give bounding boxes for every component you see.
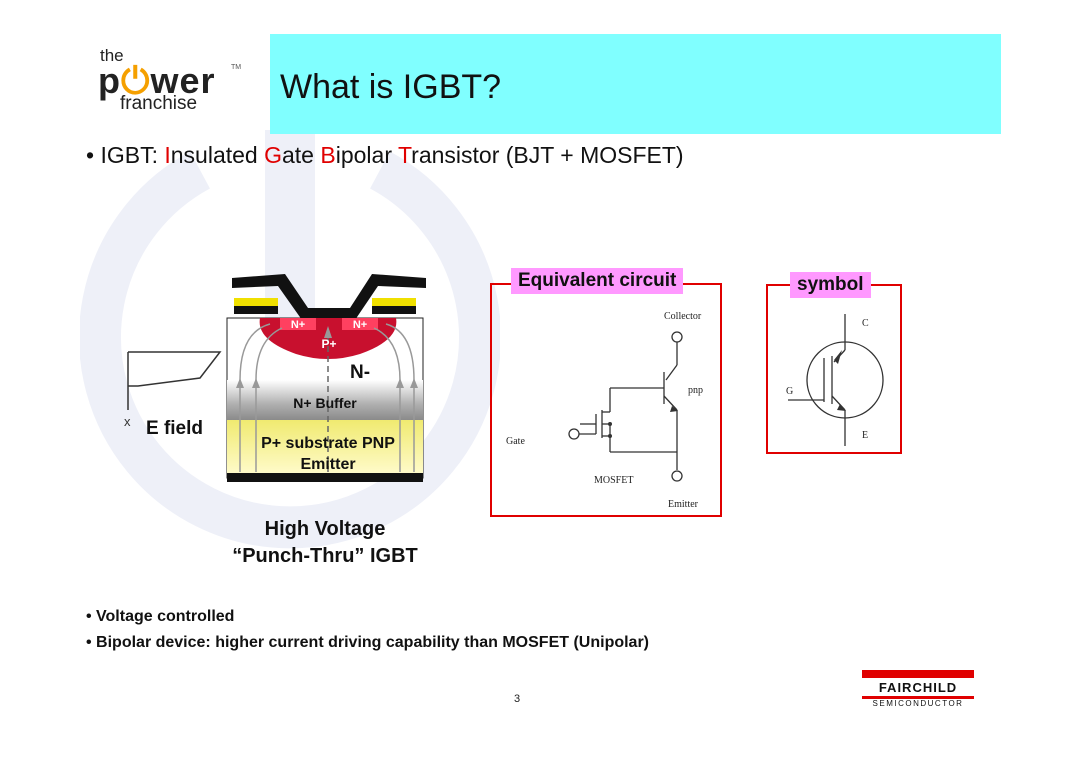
fairchild-semiconductor: SEMICONDUCTOR xyxy=(872,699,964,708)
x-marker: x xyxy=(124,414,131,429)
bullet-dot: • xyxy=(86,142,95,168)
initial-i: I xyxy=(164,142,171,168)
bullet-voltage-controlled: • Voltage controlled xyxy=(86,608,235,625)
pnp-arrow xyxy=(670,406,678,412)
intro-bullet: • IGBT: Insulated Gate Bipolar Transisto… xyxy=(86,142,684,169)
emitter-label: Emitter xyxy=(668,499,699,510)
mosfet-label: MOSFET xyxy=(594,475,633,486)
caption-line-1: High Voltage xyxy=(264,518,386,540)
logo-franchise: franchise xyxy=(120,93,198,114)
igbt-symbol: C G E xyxy=(786,314,884,446)
collector-terminal xyxy=(671,331,683,343)
fairchild-name: FAIRCHILD xyxy=(878,680,958,695)
n-buffer-label: N+ Buffer xyxy=(293,395,357,411)
gate-label: Gate xyxy=(506,436,525,447)
collector-label: Collector xyxy=(664,311,702,322)
gate-terminal xyxy=(568,428,580,440)
symbol-label: symbol xyxy=(790,272,871,298)
current-arrowheads xyxy=(236,326,418,388)
power-button-icon: ⏻ xyxy=(121,60,151,101)
initial-b: B xyxy=(320,142,336,168)
logo-tm: TM xyxy=(231,64,242,71)
bullet-bipolar-device: • Bipolar device: higher current driving… xyxy=(86,634,650,651)
n-plus-right-label: N+ xyxy=(353,319,367,331)
substrate-label-1: P+ substrate PNP xyxy=(261,435,395,452)
gate-metal xyxy=(232,274,426,320)
symbol-e-label: E xyxy=(862,430,868,441)
power-franchise-logo: the p⏻wer TM franchise xyxy=(98,44,258,114)
word-gate: ate xyxy=(282,142,321,168)
n-plus-right-region xyxy=(342,318,378,330)
logo-wer: wer xyxy=(150,60,216,101)
n-plus-left-label: N+ xyxy=(291,319,305,331)
caption-line-2: “Punch-Thru” IGBT xyxy=(232,545,418,567)
gate-oxide-right xyxy=(372,298,416,306)
initial-g: G xyxy=(264,142,282,168)
e-field-label: E field xyxy=(146,418,203,439)
symbol-c-label: C xyxy=(862,318,869,329)
equivalent-circuit-label: Equivalent circuit xyxy=(511,268,684,294)
emitter-contact-left xyxy=(234,306,278,314)
word-transistor: ransistor (BJT + MOSFET) xyxy=(411,142,684,168)
equivalent-circuit-schematic: Collector pnp Gate MOSFET Emitter xyxy=(506,311,703,510)
emitter-contact-right xyxy=(372,306,416,314)
intro-prefix: IGBT: xyxy=(100,142,165,168)
igbt-cross-section: N+ N+ P+ N- N+ Buffer P+ substrate PNP E… xyxy=(124,274,426,482)
page-title: What is IGBT? xyxy=(280,68,502,106)
substrate-region xyxy=(227,420,423,475)
collector-metal xyxy=(227,473,423,482)
word-bipolar: ipolar xyxy=(335,142,398,168)
page-number: 3 xyxy=(514,693,521,705)
logo-p: p xyxy=(98,60,121,101)
fairchild-bar-top xyxy=(862,670,974,678)
logo-the: the xyxy=(100,46,124,65)
substrate-label-2: Emitter xyxy=(300,456,355,473)
symbol-g-label: G xyxy=(786,386,793,397)
p-plus-label: P+ xyxy=(321,337,336,351)
fairchild-bar-bottom xyxy=(862,696,974,699)
pnp-label: pnp xyxy=(688,385,703,396)
n-plus-left-region xyxy=(280,318,316,330)
emitter-terminal xyxy=(671,470,683,482)
word-insulated: nsulated xyxy=(170,142,265,168)
gate-oxide-left xyxy=(234,298,278,306)
buffer-region xyxy=(227,380,423,420)
n-minus-label: N- xyxy=(350,362,370,383)
fairchild-logo: FAIRCHILD SEMICONDUCTOR xyxy=(862,670,974,710)
initial-t: T xyxy=(397,142,412,168)
title-bar: What is IGBT? xyxy=(270,34,1001,134)
e-field-profile xyxy=(128,351,222,387)
logo-power: p⏻wer xyxy=(98,60,216,103)
